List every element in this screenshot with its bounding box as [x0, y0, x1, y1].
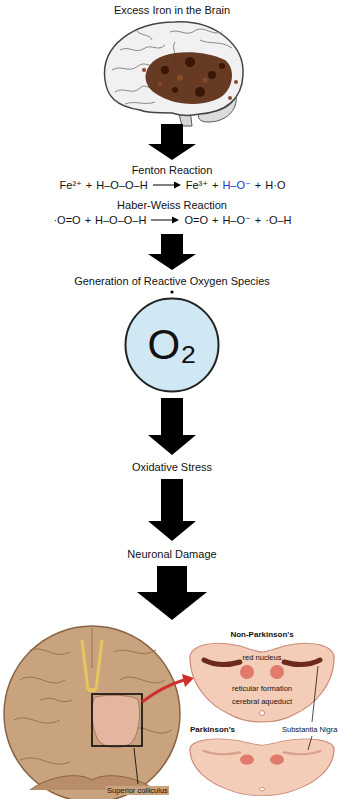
chemical-species: H–O–O–H	[96, 178, 147, 192]
leader-line	[308, 666, 318, 750]
radical-dot	[170, 290, 173, 293]
chemical-species: Fe²⁺	[60, 178, 82, 192]
part-label: cerebral aqueduct	[231, 697, 293, 706]
plus-sign: +	[86, 178, 92, 192]
diagram-title: Excess Iron in the Brain	[114, 4, 230, 17]
plus-sign: +	[212, 178, 218, 192]
zoom-arrow	[142, 674, 194, 702]
chemical-species: H–O⁻	[222, 213, 250, 227]
plus-sign: +	[85, 213, 91, 227]
part-label: Superior colliculus	[106, 786, 169, 795]
midbrain-parkinsons	[190, 739, 334, 796]
panel-label: Parkinson's	[190, 725, 235, 735]
brain-inferior	[4, 626, 180, 799]
chemical-species: Fe³⁺	[186, 178, 208, 192]
reaction-arrow	[150, 215, 180, 225]
plus-sign: +	[255, 213, 261, 227]
reaction-name: Fenton Reaction	[132, 164, 213, 177]
reaction-arrow	[152, 180, 182, 190]
equation-row: Fe²⁺ + H–O–O–H Fe³⁺ + H–O⁻ + H·O	[0, 178, 345, 192]
midbrain-normal	[190, 643, 334, 722]
plus-sign: +	[255, 178, 261, 192]
stage-label: Oxidative Stress	[132, 461, 212, 474]
brain-lateral	[105, 22, 244, 126]
chemical-species: H–O–O–H	[95, 213, 146, 227]
part-label: red nucleus	[242, 653, 283, 662]
chemical-species: H·O	[265, 178, 285, 192]
chemical-species: O=O	[184, 213, 208, 227]
stage-label: Neuronal Damage	[127, 548, 216, 561]
equation-row: ·O=O + H–O–O–H O=O + H–O⁻ + ·O–H	[0, 213, 345, 227]
chemical-species: H–O⁻	[222, 178, 250, 192]
panel-label: Non-Parkinson's	[230, 630, 293, 640]
oxygen-circle: O₂	[124, 297, 220, 393]
part-label: Substantia Nigra	[282, 725, 337, 734]
reaction-name: Haber-Weiss Reaction	[117, 199, 227, 212]
stage-label: Generation of Reactive Oxygen Species	[74, 275, 270, 288]
chemical-species: ·O=O	[53, 213, 80, 227]
node-text: O₂	[148, 324, 197, 366]
part-label: reticular formation	[231, 684, 293, 693]
chemical-species: ·O–H	[265, 213, 291, 227]
plus-sign: +	[212, 213, 218, 227]
